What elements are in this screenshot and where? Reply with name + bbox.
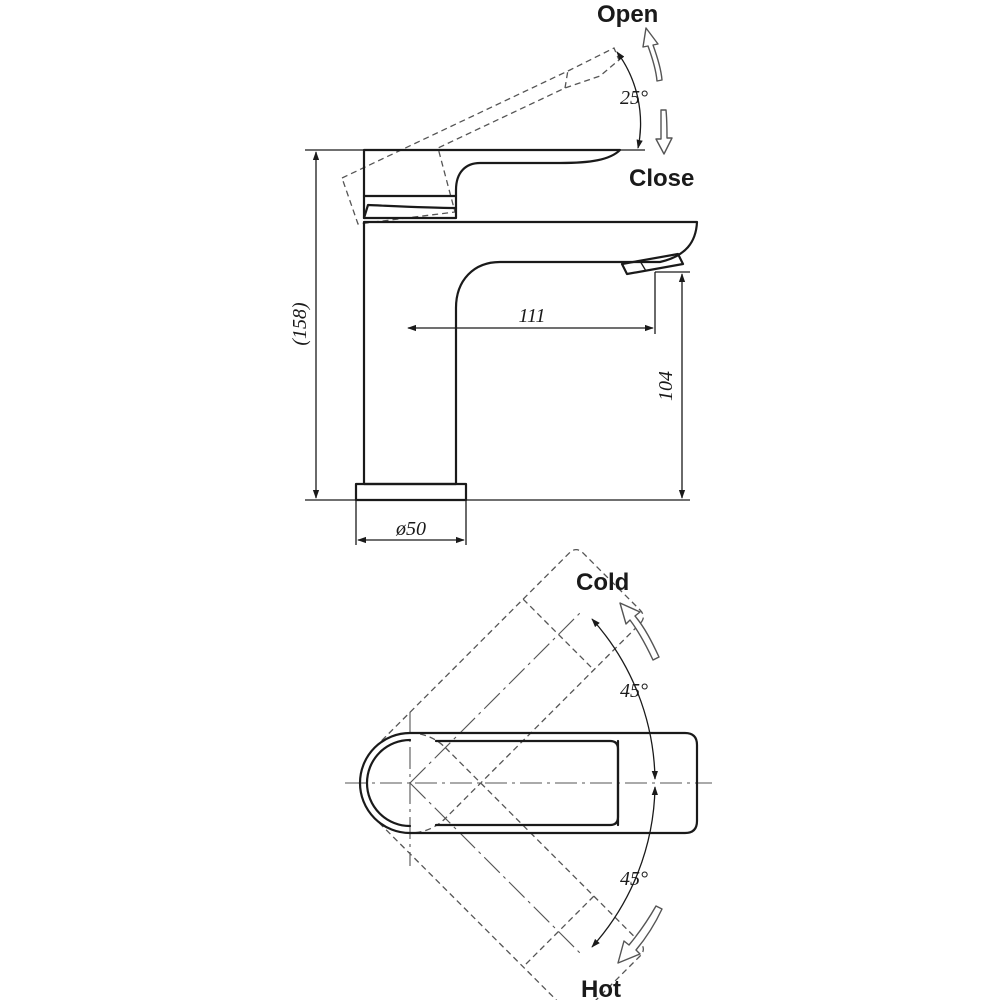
tilt-angle-label: 25° <box>620 87 648 109</box>
faucet-base <box>354 482 468 502</box>
handle-hot-position-outline <box>359 732 644 1000</box>
hot-angle-dimension: 45° <box>591 786 659 948</box>
cold-angle-dimension: 45° <box>591 618 659 780</box>
total-height-label: (158) <box>289 302 311 346</box>
faucet-body <box>362 220 699 486</box>
cold-label: Cold <box>576 569 629 596</box>
top-view: 45° 45° Cold Hot <box>345 549 712 1000</box>
tilt-angle-dimension: 25° <box>616 51 648 149</box>
open-direction-arrow-icon <box>642 27 663 82</box>
open-label: Open <box>597 1 658 28</box>
base-diameter-dimension: ø50 <box>357 518 465 544</box>
hot-label: Hot <box>581 976 621 1000</box>
hot-direction-arrow-icon <box>617 905 663 964</box>
spout-height-dimension: 104 <box>655 273 686 499</box>
spout-reach-label: 111 <box>518 305 545 327</box>
handle-closed <box>362 148 622 220</box>
spout-height-label: 104 <box>655 371 677 401</box>
base-diameter-label: ø50 <box>395 518 426 540</box>
spout-reach-dimension: 111 <box>407 305 654 332</box>
cold-direction-arrow-icon <box>619 602 660 661</box>
side-view: (158) 104 111 ø50 25° Open Clo <box>289 1 699 545</box>
hot-angle-label: 45° <box>620 868 648 890</box>
close-direction-arrow-icon <box>655 109 673 155</box>
close-label: Close <box>629 165 694 192</box>
cold-angle-label: 45° <box>620 680 648 702</box>
handle-open-position-outline <box>341 47 620 225</box>
total-height-dimension: (158) <box>289 151 320 499</box>
